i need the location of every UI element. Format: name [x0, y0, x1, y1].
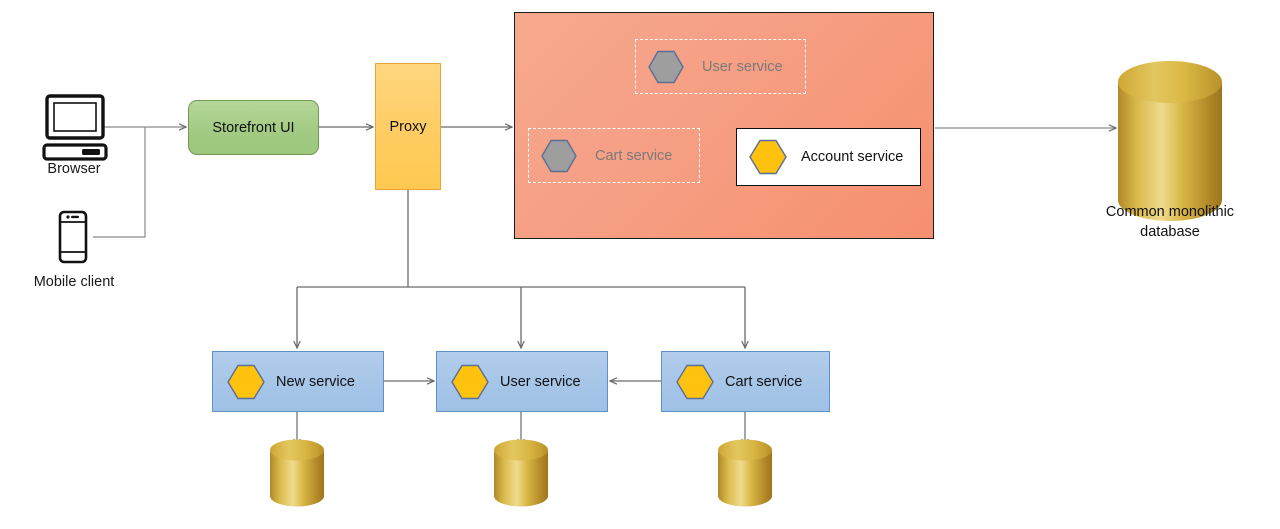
user-service-database-icon — [494, 439, 548, 507]
storefront-ui-node[interactable]: Storefront UI — [188, 100, 319, 155]
microservice-new-service[interactable]: New service — [212, 351, 384, 412]
microservice-user-service-label: User service — [500, 373, 581, 390]
monolith-container[interactable]: User service Cart service Account servic… — [514, 12, 934, 239]
cart-service-database-icon — [718, 439, 772, 507]
storefront-ui-label: Storefront UI — [212, 119, 295, 136]
microservice-new-service-label: New service — [276, 373, 355, 390]
hexagon-icon — [541, 139, 577, 173]
connector-mobile-to-storefront — [93, 127, 146, 238]
monolith-cart-service[interactable]: Cart service — [528, 128, 700, 183]
proxy-node[interactable]: Proxy — [375, 63, 441, 190]
smartphone-icon — [58, 210, 88, 264]
monolith-account-service-label: Account service — [801, 149, 904, 165]
mobile-client-label: Mobile client — [33, 274, 115, 290]
hexagon-icon — [227, 364, 265, 400]
common-database-label: Common monolithic database — [1105, 204, 1235, 240]
monitor-icon — [42, 94, 108, 161]
monolith-account-service[interactable]: Account service — [736, 128, 921, 186]
hexagon-icon — [676, 364, 714, 400]
hexagon-icon — [451, 364, 489, 400]
browser-label: Browser — [47, 161, 101, 177]
microservice-cart-service[interactable]: Cart service — [661, 351, 830, 412]
monolith-cart-service-label: Cart service — [595, 147, 673, 164]
microservice-user-service[interactable]: User service — [436, 351, 608, 412]
hexagon-icon — [648, 50, 684, 84]
monolith-user-service-label: User service — [702, 58, 783, 75]
proxy-label: Proxy — [389, 118, 427, 135]
hexagon-icon — [749, 139, 787, 175]
monolith-user-service[interactable]: User service — [635, 39, 806, 94]
common-database-icon — [1118, 61, 1222, 221]
new-service-database-icon — [270, 439, 324, 507]
microservice-cart-service-label: Cart service — [725, 373, 803, 390]
connector-proxy-bus — [297, 190, 745, 348]
